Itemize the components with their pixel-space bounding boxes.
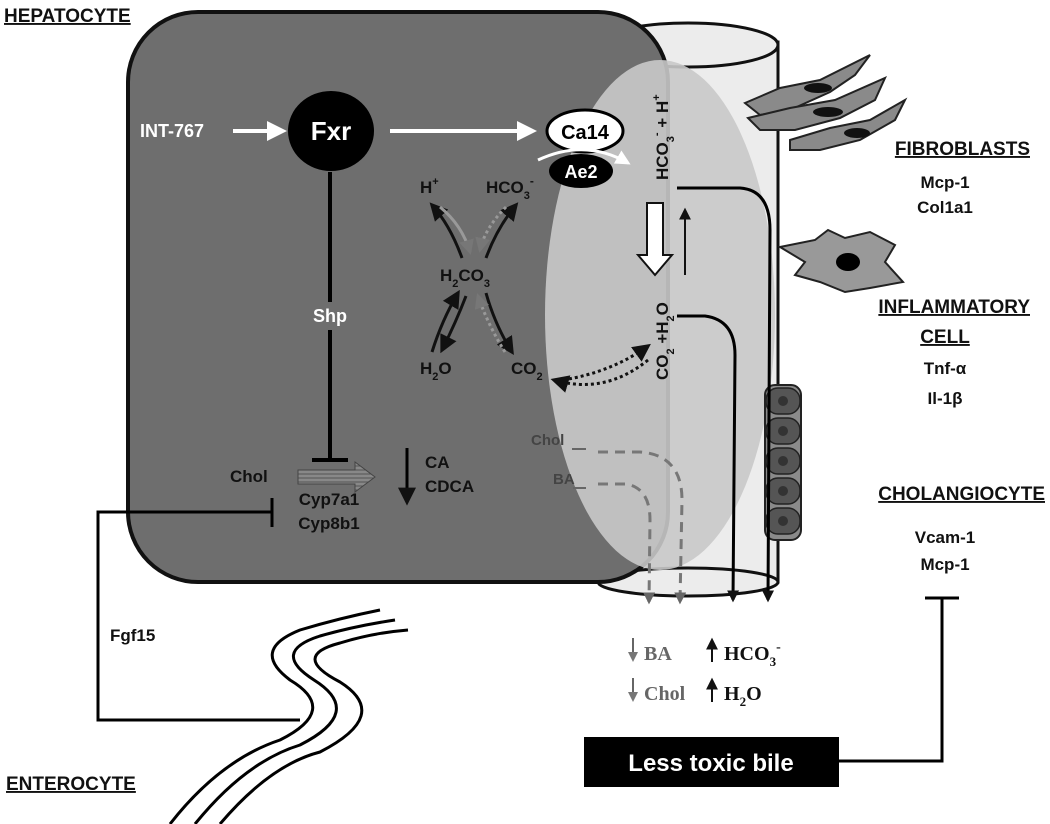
fgf15-feedback-line xyxy=(96,510,300,722)
heading-enterocyte: ENTEROCYTE xyxy=(6,774,136,795)
equilibrium-down-arrow xyxy=(635,202,675,277)
h2o-label: H2O xyxy=(420,359,452,383)
chol-flow-arrow xyxy=(598,450,687,605)
ca14-label: Ca14 xyxy=(561,122,610,144)
h2co3-label: H2CO3 xyxy=(440,266,490,290)
canal-hco3-h-label: HCO3- + H+ xyxy=(651,94,677,180)
co2-label: CO2 xyxy=(511,359,543,383)
enterocyte-membrane xyxy=(168,608,409,824)
fgf15-label: Fgf15 xyxy=(110,626,155,645)
heading-hepatocyte: HEPATOCYTE xyxy=(4,6,131,27)
h-plus-label: H+ xyxy=(420,176,439,197)
heading-inflammatory: INFLAMMATORY xyxy=(878,297,1030,318)
less-toxic-bile-label: Less toxic bile xyxy=(628,750,793,777)
inflammatory-marker-1: Tnf-α xyxy=(924,359,967,378)
bile-inhibition-line xyxy=(839,598,944,763)
outcome-chol: Chol xyxy=(644,683,686,705)
fibroblast-marker-2: Col1a1 xyxy=(917,198,973,217)
canal-co2-h2o-label: CO2 +H2O xyxy=(653,302,677,380)
outcome-hco3: HCO3- xyxy=(724,640,781,669)
ca14-transporter xyxy=(545,108,625,154)
bile-outcomes: BA Chol HCO3- H2O xyxy=(628,637,781,709)
fxr-receptor xyxy=(288,91,374,171)
cyp8b1-label: Cyp8b1 xyxy=(298,514,359,533)
inflammatory-cell-nucleus xyxy=(836,253,860,271)
ca-label: CA xyxy=(425,453,450,472)
inflammatory-marker-2: Il-1β xyxy=(928,389,963,408)
cholesterol-conversion-arrow xyxy=(297,461,376,493)
ae2-label: Ae2 xyxy=(564,162,597,182)
fibroblast-marker-1: Mcp-1 xyxy=(920,173,969,192)
canal-ba-label: BA xyxy=(553,471,575,488)
drug-label: INT-767 xyxy=(140,121,204,141)
carbonic-acid-arrows xyxy=(429,202,651,393)
hco3-label: HCO3- xyxy=(486,174,534,202)
canal-chol-label: Chol xyxy=(531,432,564,449)
ae2-transport-arrow xyxy=(537,148,631,165)
heading-cell: CELL xyxy=(920,327,970,348)
cholangiocyte-marker-2: Mcp-1 xyxy=(920,555,969,574)
cholangiocyte-marker-1: Vcam-1 xyxy=(915,528,975,547)
chol-label: Chol xyxy=(230,467,268,486)
cdca-label: CDCA xyxy=(425,477,474,496)
hco3-flow-arrow xyxy=(677,186,775,603)
h2o-flow-arrow xyxy=(677,314,740,603)
fxr-label: Fxr xyxy=(311,116,351,146)
cyp7a1-label: Cyp7a1 xyxy=(299,490,359,509)
ba-flow-arrow xyxy=(598,482,656,605)
ae2-transporter xyxy=(549,154,613,188)
outcome-h2o: H2O xyxy=(724,683,762,709)
heading-cholangiocyte: CHOLANGIOCYTE xyxy=(878,484,1045,505)
less-toxic-bile-box xyxy=(584,737,839,787)
cholangiocyte-cells xyxy=(764,384,802,541)
outcome-ba: BA xyxy=(644,643,672,665)
heading-fibroblasts: FIBROBLASTS xyxy=(895,139,1030,160)
fibroblast-nuclei xyxy=(804,83,870,138)
shp-label: Shp xyxy=(313,306,347,326)
